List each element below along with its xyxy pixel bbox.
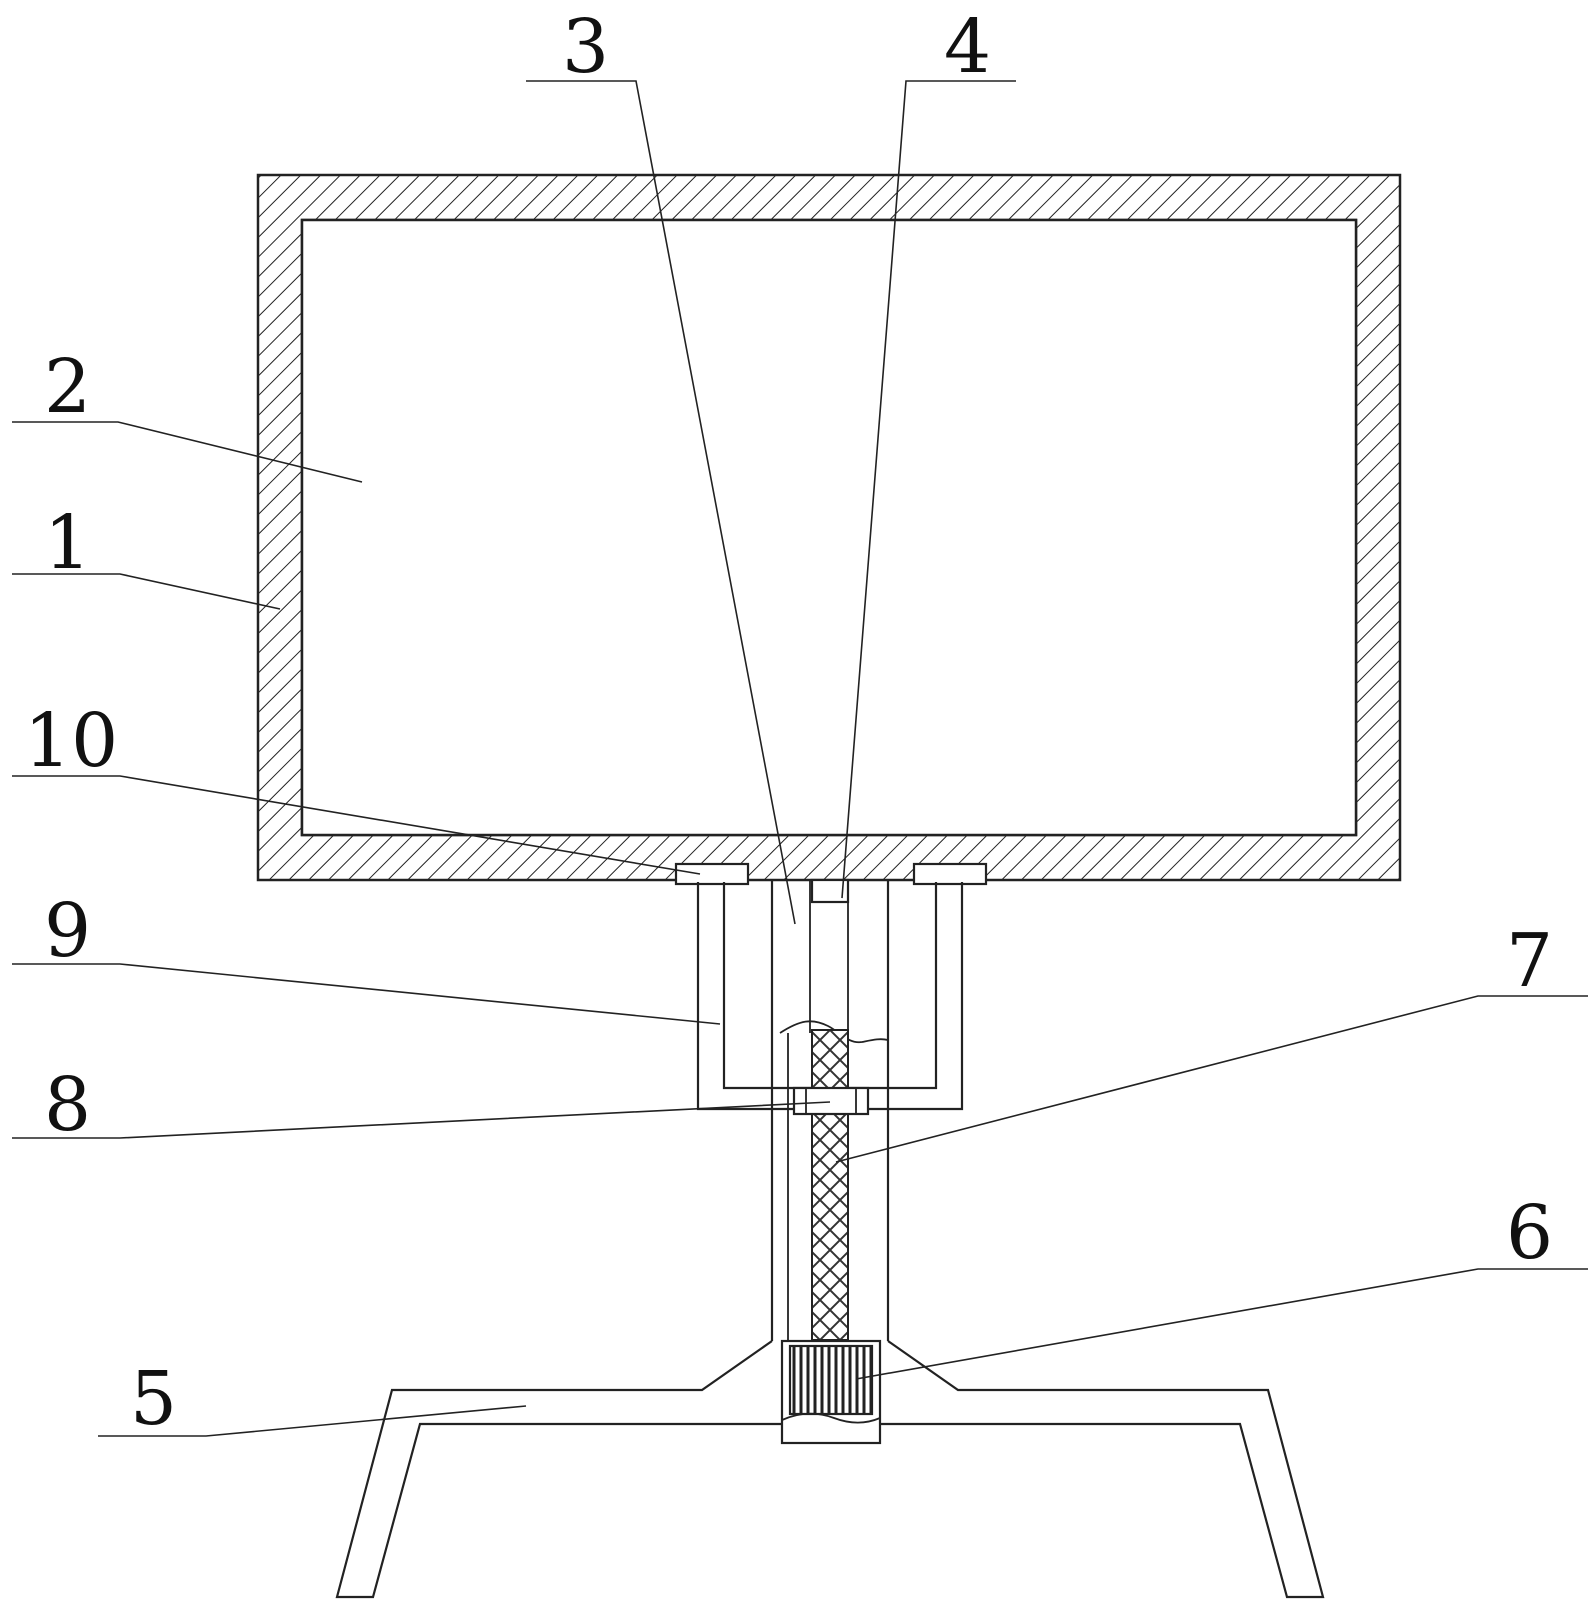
label-6: 6 <box>1506 1190 1553 1276</box>
label-1: 1 <box>44 500 91 586</box>
label-3: 3 <box>562 4 609 90</box>
label-7: 7 <box>1506 918 1553 1004</box>
label-9: 9 <box>44 888 91 974</box>
mount-block-right <box>912 862 988 886</box>
label-10: 10 <box>24 698 118 784</box>
leader-lines <box>12 80 1588 1437</box>
upper-tube <box>770 880 890 1341</box>
label-2: 2 <box>44 344 91 430</box>
gear <box>781 1344 881 1424</box>
screw-rod <box>811 1029 849 1341</box>
label-5: 5 <box>130 1356 177 1442</box>
nut <box>792 1086 870 1116</box>
label-4: 4 <box>944 4 991 90</box>
screen-panel <box>300 218 1358 837</box>
mount-block-left <box>674 862 750 886</box>
label-8: 8 <box>44 1062 91 1148</box>
